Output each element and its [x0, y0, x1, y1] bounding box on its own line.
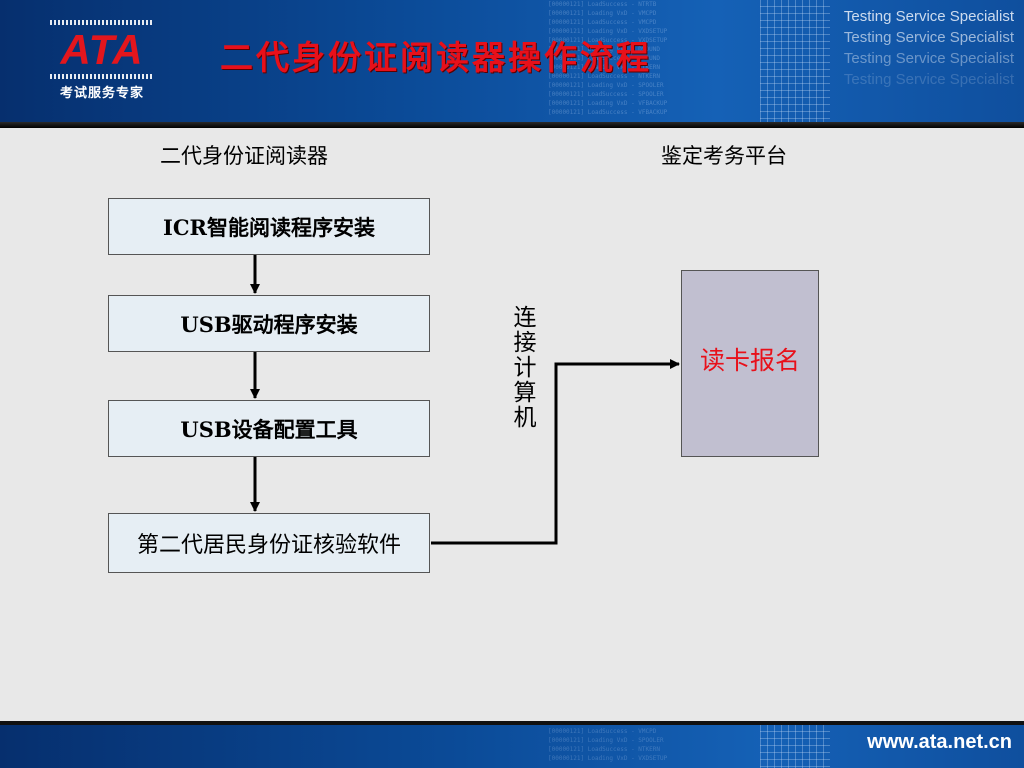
step-usb-config-tool: USB设备配置工具 [108, 400, 430, 457]
step-icr-install: ICR智能阅读程序安装 [108, 198, 430, 255]
website-url: www.ata.net.cn [867, 731, 1012, 753]
ata-logo: ATA 考试服务专家 [50, 18, 154, 102]
header-divider [0, 122, 1024, 128]
step-usb-driver-install: USB驱动程序安装 [108, 295, 430, 352]
tagline: Testing Service Specialist [843, 71, 1014, 88]
logo-wordmark: ATA [60, 26, 144, 73]
target-card-registration: 读卡报名 [681, 270, 819, 457]
logo-ruler-bottom [50, 74, 154, 79]
tagline: Testing Service Specialist [843, 8, 1014, 25]
logo-ruler-top [50, 20, 154, 25]
step-id-verification-software: 第二代居民身份证核验软件 [108, 513, 430, 573]
header-banner: [00000121] LoadSuccess - NTRTB [00000121… [0, 0, 1024, 122]
reader-column-heading: 二代身份证阅读器 [160, 144, 328, 168]
code-watermark: [00000121] LoadSuccess - VMCPD [00000121… [548, 728, 668, 762]
tagline: Testing Service Specialist [843, 29, 1014, 46]
logo-subtitle: 考试服务专家 [59, 86, 144, 101]
footer-banner: [00000121] LoadSuccess - VMCPD [00000121… [0, 721, 1024, 768]
target-label: 读卡报名 [699, 345, 800, 375]
grid-pattern [760, 0, 830, 122]
arrow-software-to-registration [431, 359, 680, 545]
slide-title: 二代身份证阅读器操作流程 [220, 38, 652, 77]
grid-pattern [760, 725, 830, 768]
platform-column-heading: 鉴定考务平台 [661, 144, 787, 168]
connector-label: 连接计算机 [513, 305, 537, 431]
footer-divider [0, 721, 1024, 725]
code-watermark: [00000121] LoadSuccess - NTRTB [00000121… [548, 1, 668, 116]
tagline: Testing Service Specialist [843, 50, 1014, 67]
